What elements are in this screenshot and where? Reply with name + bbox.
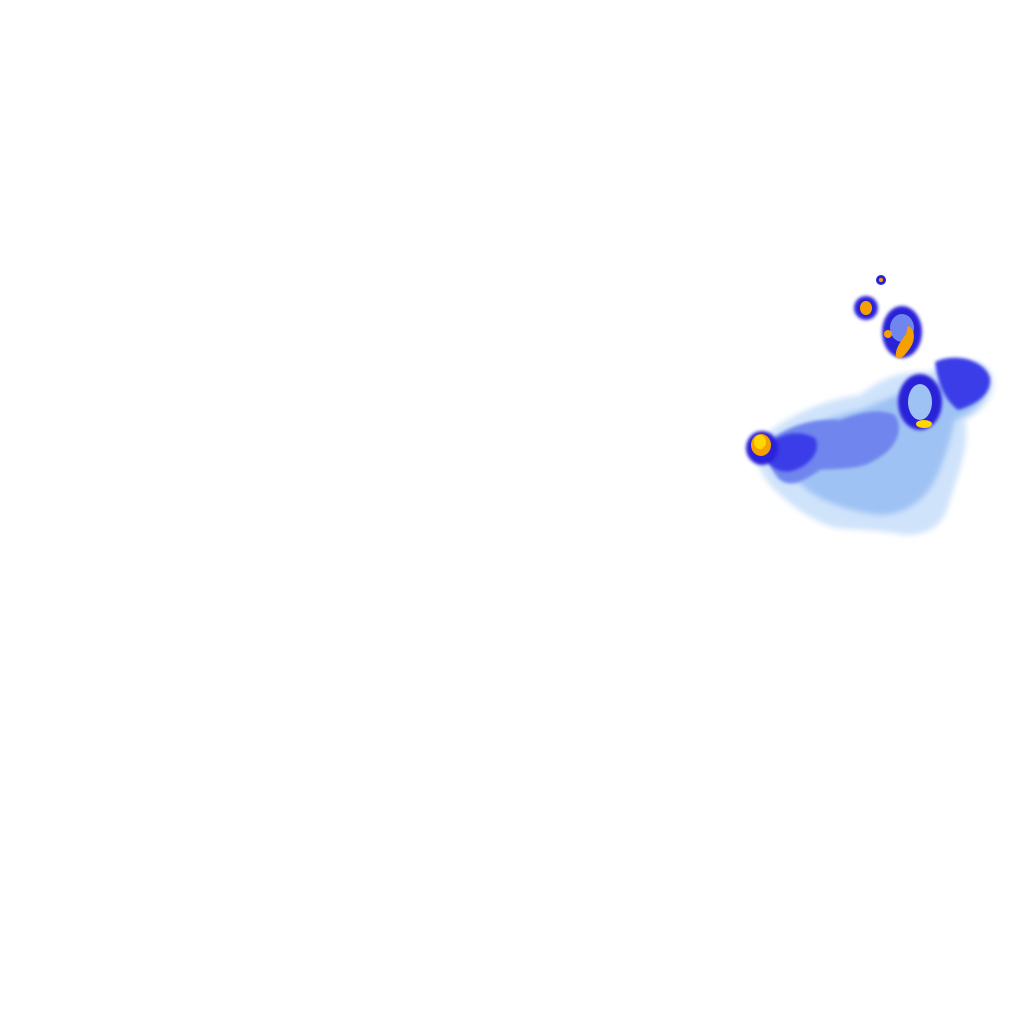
echo-heavy-region	[764, 433, 818, 472]
ring-inner	[908, 384, 932, 420]
ring-core-accent	[916, 420, 932, 428]
west-core-cell	[746, 431, 778, 465]
north-cell-2	[882, 306, 922, 359]
north-cell-1-core	[860, 301, 872, 315]
north-cell-2-core	[895, 326, 914, 359]
west-cell-core	[754, 435, 766, 449]
echo-heavy-band	[935, 357, 991, 410]
main-echo-cluster	[756, 357, 994, 535]
north-cell-1	[854, 296, 878, 320]
north-small-cell	[876, 275, 886, 285]
north-cell-2-spot	[884, 330, 892, 338]
north-small-cell-core	[879, 278, 883, 282]
central-ring-cell	[898, 374, 942, 430]
